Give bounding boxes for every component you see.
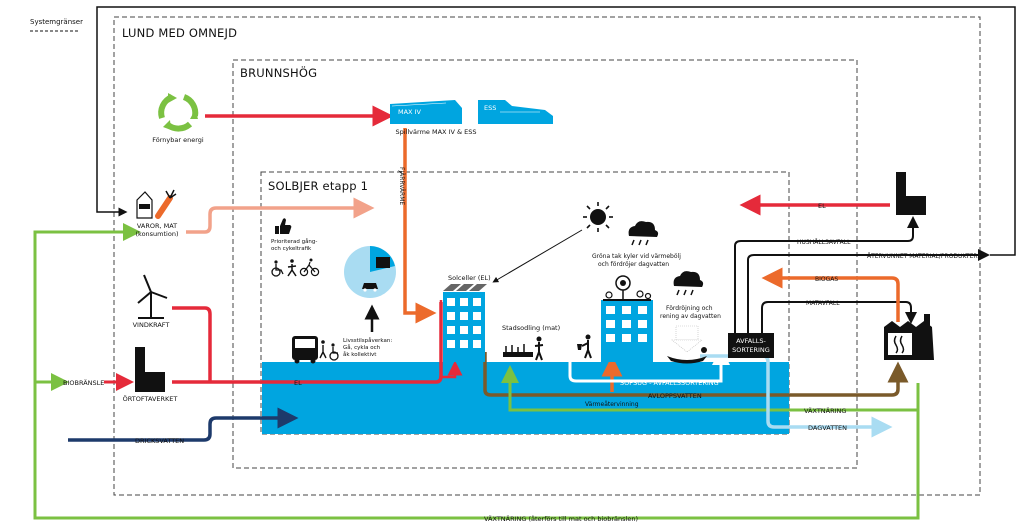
wheelchair-icon xyxy=(271,260,284,277)
green-roofs-label-2: och fördröjer dagvatten xyxy=(598,261,669,268)
vacuum-waste-label: SOPSUG - AVFALLSSORTERING xyxy=(620,379,719,387)
green-roofs-label-1: Gröna tak kyler vid värmebölj xyxy=(592,253,681,260)
region-brunnshog-boundary xyxy=(232,59,858,469)
solar-building-icon xyxy=(443,284,487,362)
wind-turbine-icon xyxy=(137,274,168,319)
wind-electricity-line xyxy=(172,306,212,382)
biofuel-label: BIOBRÄNSLE xyxy=(63,378,104,387)
biogas-label: BIOGAS xyxy=(815,276,838,283)
food-waste-line xyxy=(761,301,917,333)
region-lund-title: LUND MED OMNEJD xyxy=(122,26,237,40)
drinking-water-label: DRICKSVATTEN xyxy=(135,437,184,445)
recycled-material-label: ÅTERVUNNET MATERIAL/PRODUKTER xyxy=(867,253,978,260)
thumbs-up-icon xyxy=(275,218,292,234)
household-waste-label: HUSHÅLLSAVFALL xyxy=(797,239,851,246)
drinking-water-line xyxy=(68,407,299,442)
prioritized-traffic-label-2: och cykeltrafik xyxy=(271,246,312,252)
food-waste-label: MATAVFALL xyxy=(806,300,840,307)
lifestyle-label-1: Livsstilspåverkan: xyxy=(343,337,392,344)
wastewater-label: AVLOPPSVATTEN xyxy=(648,392,702,400)
electricity-in-label: EL xyxy=(294,379,302,387)
goods-sub-label: (konsumtion) xyxy=(136,230,179,238)
bus-icon xyxy=(292,336,318,364)
waste-sorting-label-1: AVFALLS- xyxy=(736,337,766,345)
recycle-icon xyxy=(158,93,199,132)
green-roof-building-icon xyxy=(601,300,653,362)
delay-label-1: Fördröjning och xyxy=(666,305,713,312)
recycled-material-line xyxy=(747,249,990,333)
maxiv-building-icon xyxy=(390,100,462,124)
bicycle-icon xyxy=(299,258,320,277)
lifestyle-label-2: Gå, cykla och xyxy=(343,344,381,351)
goods-label: VAROR, MAT xyxy=(137,222,177,230)
stormwater-infiltration-icon xyxy=(671,325,703,353)
household-waste-line xyxy=(734,216,919,333)
electricity-to-building-line xyxy=(439,300,463,379)
recycled-loop-line xyxy=(96,6,1016,256)
legend: Systemgränser xyxy=(30,18,83,32)
sun-arrow xyxy=(492,229,583,283)
ortofta-label: ÖRTOFTAVERKET xyxy=(123,394,178,403)
waste-sorting-box xyxy=(728,333,774,358)
heat-recovery-label: Värmeåtervinning xyxy=(585,401,639,408)
electricity-out-label: EL xyxy=(818,202,826,210)
wind-power-label: VINDKRAFT xyxy=(133,321,170,329)
region-brunnshog-title: BRUNNSHÖG xyxy=(240,64,317,80)
mobility-pie-icon xyxy=(344,246,396,298)
district-heating-line xyxy=(403,128,437,324)
waste-heat-label: Spillvärme MAX IV & ESS xyxy=(396,128,477,136)
delay-label-2: rening av dagvatten xyxy=(660,313,721,320)
goods-icon xyxy=(136,189,177,219)
maxiv-label: MAX IV xyxy=(398,108,421,116)
biogas-line xyxy=(761,267,900,322)
urban-farming-label: Stadsodling (mat) xyxy=(502,324,560,332)
pedestrian-icon-2 xyxy=(319,340,327,359)
solar-cells-label: Solceller (EL) xyxy=(448,274,491,282)
rain-cloud-icon xyxy=(628,221,659,246)
lifestyle-label-3: åk kollektivt xyxy=(343,351,377,358)
pedestrian-icon xyxy=(287,259,297,277)
person-watering-icon xyxy=(577,334,592,359)
ess-label: ESS xyxy=(484,104,496,112)
ess-building-icon xyxy=(478,100,553,124)
sun-icon xyxy=(583,202,613,232)
region-solbjer-title: SOLBJER etapp 1 xyxy=(268,179,368,193)
nutrients-label: VÄXTNÄRING xyxy=(804,406,846,415)
prioritized-traffic-label-1: Prioriterad gång- xyxy=(271,238,317,245)
water-band xyxy=(262,362,789,434)
ortofta-plant-icon xyxy=(135,347,165,392)
consumption-line xyxy=(186,197,375,234)
stormwater-label: DAGVATTEN xyxy=(808,424,847,432)
renewable-energy-label: Förnybar energi xyxy=(152,136,204,144)
rain-cloud-icon-2 xyxy=(673,271,704,296)
nutrient-return-loop xyxy=(33,223,920,520)
legend-label: Systemgränser xyxy=(30,18,83,26)
pond-icon xyxy=(667,347,707,364)
wastewater-line xyxy=(483,352,909,397)
urban-farming-icon xyxy=(503,336,544,361)
waste-sorting-label-2: SORTERING xyxy=(732,346,770,354)
nutrients-return-label: VÄXTNÄRING (återförs till mat och biobrä… xyxy=(484,514,638,523)
flower-icon xyxy=(603,275,652,301)
power-plant-icon xyxy=(896,172,926,215)
nutrient-line xyxy=(501,365,920,412)
vacuum-waste-line xyxy=(568,347,730,383)
wheelchair-icon-2 xyxy=(329,343,339,361)
biogas-plant-icon xyxy=(884,314,934,360)
district-heating-label: FJÄRRVÄRME xyxy=(398,167,405,205)
